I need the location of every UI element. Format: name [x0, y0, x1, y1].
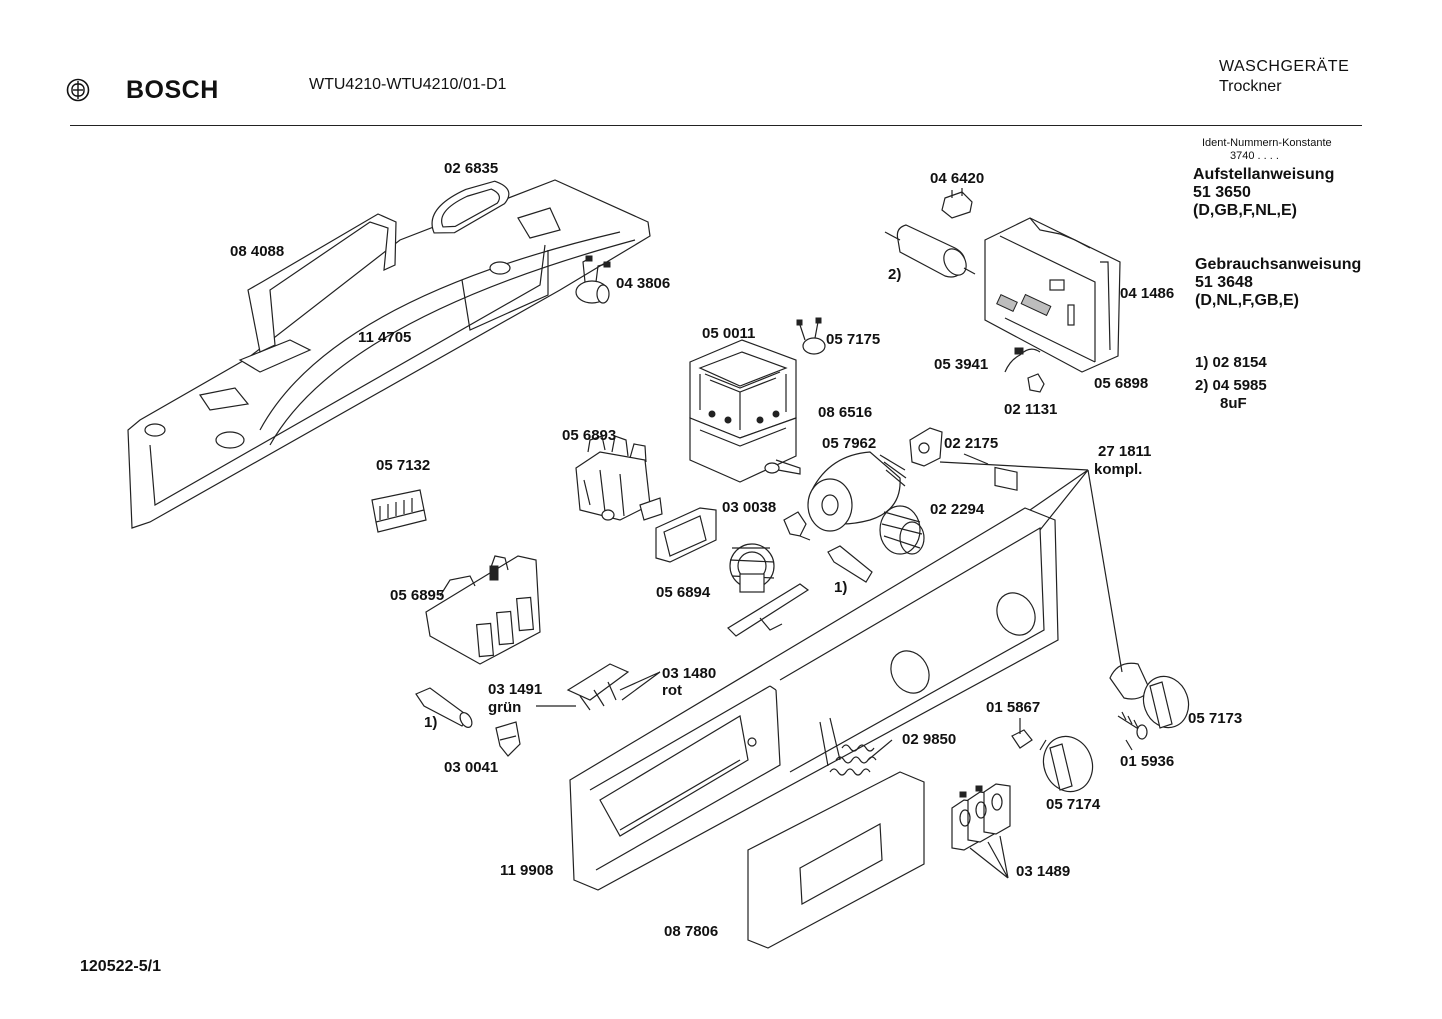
part-labels: 02 6835 08 4088 04 3806 11 4705 04 6420 …: [230, 160, 1242, 940]
programmer-part: [689, 339, 801, 483]
part-label: 01 5936: [1120, 753, 1174, 770]
sensor-lead-part: [1004, 347, 1045, 393]
part-label: 05 7174: [1046, 796, 1101, 813]
part-label: 08 4088: [230, 243, 284, 260]
header-divider: [70, 125, 1362, 126]
footnote-1: 1) 02 8154: [1195, 354, 1267, 371]
push-buttons-part: [951, 783, 1011, 851]
small-motor-part: [575, 255, 611, 304]
knob-part: [1011, 729, 1094, 793]
part-label: 03 1491: [488, 681, 542, 698]
footnote-2-detail: 8uF: [1220, 395, 1247, 412]
installation-title: Aufstellanweisung: [1193, 166, 1335, 183]
model-number: WTU4210-WTU4210/01-D1: [309, 76, 507, 93]
manual-languages: (D,NL,F,GB,E): [1195, 292, 1299, 309]
switch-block-part: [425, 555, 541, 665]
console-frame-part: [127, 179, 651, 529]
knob-part-2: [1109, 662, 1190, 729]
footnote-2-marker: 2): [1195, 377, 1209, 394]
part-label: 27 1811: [1098, 443, 1151, 460]
part-label: 11 4705: [358, 329, 411, 346]
part-label: grün: [488, 699, 521, 716]
contact-spring-part: [566, 663, 630, 711]
category-subtitle: Trockner: [1219, 78, 1282, 95]
electronic-board-part: [984, 217, 1121, 491]
screw-part: [1117, 711, 1148, 740]
control-panel-part: [569, 507, 1059, 891]
part-label: rot: [662, 682, 682, 699]
bracket-part: [655, 507, 811, 563]
ident-title: Ident-Nummern-Konstante: [1202, 137, 1332, 149]
part-label: 03 1489: [1016, 863, 1070, 880]
capacitor-part: [884, 188, 976, 278]
part-label: kompl.: [1094, 461, 1142, 478]
sensor-part: [796, 317, 826, 355]
part-label: 05 6894: [656, 584, 711, 601]
bosch-logo-icon: [66, 78, 90, 102]
category-title: WASCHGERÄTE: [1219, 58, 1350, 75]
part-label: 04 6420: [930, 170, 984, 187]
manual-number: 51 3648: [1195, 274, 1253, 291]
part-label: 1): [424, 714, 437, 731]
part-label: 02 1131: [1004, 401, 1057, 418]
part-label: 03 0038: [722, 499, 776, 516]
footnote-1-value: 02 8154: [1212, 354, 1267, 371]
drawing-code: 120522-5/1: [80, 958, 161, 975]
grommet-part: [431, 180, 510, 234]
part-label: 01 5867: [986, 699, 1040, 716]
leader-lines: [536, 453, 1133, 879]
knob-shaft-part: [415, 687, 473, 728]
connector-part: [371, 489, 427, 533]
manual-title: Gebrauchsanweisung: [1195, 256, 1362, 273]
part-label: 05 7132: [376, 457, 430, 474]
part-label: 02 2175: [944, 435, 998, 452]
installation-number: 51 3650: [1193, 184, 1251, 201]
slider-strip-part: [727, 583, 810, 637]
part-label: 05 3941: [934, 356, 988, 373]
knob-shaft-part-2: [827, 545, 873, 583]
part-label: 05 6895: [390, 587, 444, 604]
part-label: 08 6516: [818, 404, 872, 421]
small-bracket-part: [909, 427, 943, 467]
part-label: 2): [888, 266, 901, 283]
installation-instructions: Aufstellanweisung 51 3650 (D,GB,F,NL,E): [1193, 166, 1334, 220]
display-cover-part: [747, 771, 925, 949]
pulley-part: [807, 451, 907, 532]
part-label: 08 7806: [664, 923, 718, 940]
part-label: 05 6893: [562, 427, 616, 444]
brand-name: BOSCH: [126, 76, 219, 104]
part-label: 05 7962: [822, 435, 876, 452]
part-label: 04 3806: [616, 275, 670, 292]
part-label: 05 7175: [826, 331, 880, 348]
footnote-2-value: 04 5985: [1212, 377, 1267, 394]
part-label: 02 9850: [902, 731, 956, 748]
user-manual: Gebrauchsanweisung 51 3648 (D,NL,F,GB,E): [1195, 256, 1361, 310]
part-label: 1): [834, 579, 847, 596]
part-label: 05 7173: [1188, 710, 1242, 727]
part-label: 11 9908: [500, 862, 553, 879]
clip-part: [495, 721, 521, 757]
installation-languages: (D,GB,F,NL,E): [1193, 202, 1297, 219]
footnote-2: 2) 04 5985: [1195, 377, 1267, 394]
selector-switch-part: [575, 435, 663, 521]
part-label: 03 1480: [662, 665, 716, 682]
ident-value: 3740 . . . .: [1230, 150, 1279, 162]
part-label: 05 6898: [1094, 375, 1148, 392]
part-label: 02 2294: [930, 501, 985, 518]
part-label: 02 6835: [444, 160, 498, 177]
part-label: 05 0011: [702, 325, 755, 342]
gear-wheel-part: [729, 543, 775, 593]
gear-part: [879, 505, 925, 555]
footnote-1-marker: 1): [1195, 354, 1209, 371]
part-label: 04 1486: [1120, 285, 1174, 302]
part-label: 03 0041: [444, 759, 498, 776]
